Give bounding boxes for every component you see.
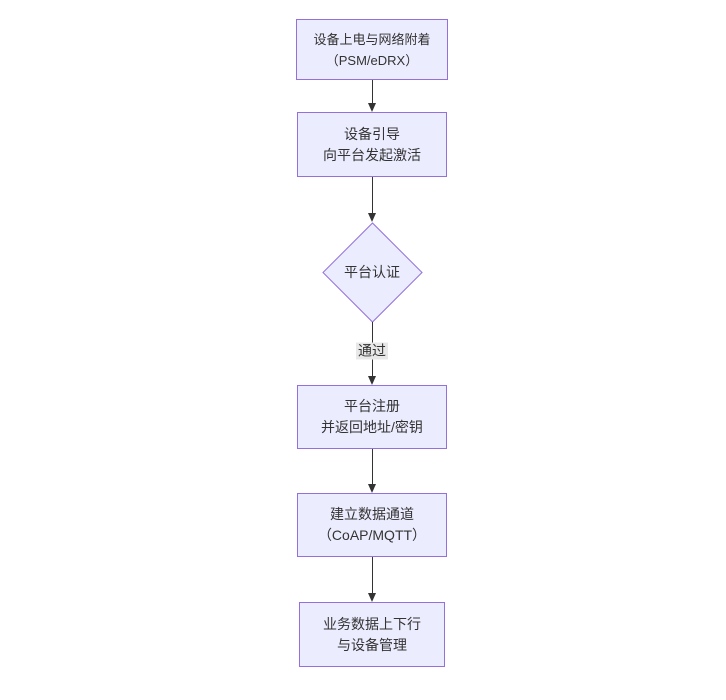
node-label-line: （CoAP/MQTT） (317, 527, 427, 543)
node-label-line: 设备引导 (344, 125, 400, 142)
arrowhead-icon (367, 103, 376, 112)
edge-line (371, 177, 373, 214)
edge-label-pass: 通过 (356, 342, 388, 360)
node-power-on-network-attach: 设备上电与网络附着 （PSM/eDRX） (296, 19, 448, 80)
arrowhead-icon (367, 484, 376, 493)
node-label-line: 与设备管理 (337, 636, 407, 653)
node-data-channel: 建立数据通道 （CoAP/MQTT） (297, 493, 447, 557)
node-label-line: 设备上电与网络附着 (313, 31, 431, 47)
node-business-data-management: 业务数据上下行 与设备管理 (299, 602, 445, 667)
node-platform-register: 平台注册 并返回地址/密钥 (297, 385, 447, 449)
decision-label: 平台认证 (344, 264, 400, 280)
node-label-line: （PSM/eDRX） (325, 52, 419, 68)
node-device-bootstrap: 设备引导 向平台发起激活 (297, 112, 447, 177)
arrowhead-icon (367, 213, 376, 222)
arrowhead-icon (367, 376, 376, 385)
arrowhead-icon (367, 593, 376, 602)
node-label-line: 平台注册 (344, 398, 400, 414)
node-label-line: 建立数据通道 (330, 506, 414, 522)
edge-line (371, 449, 373, 485)
node-label-line: 并返回地址/密钥 (321, 419, 423, 435)
node-label-line: 向平台发起激活 (323, 146, 421, 163)
edge-line (371, 80, 373, 104)
node-label-line: 业务数据上下行 (323, 615, 421, 632)
edge-line (371, 557, 373, 594)
